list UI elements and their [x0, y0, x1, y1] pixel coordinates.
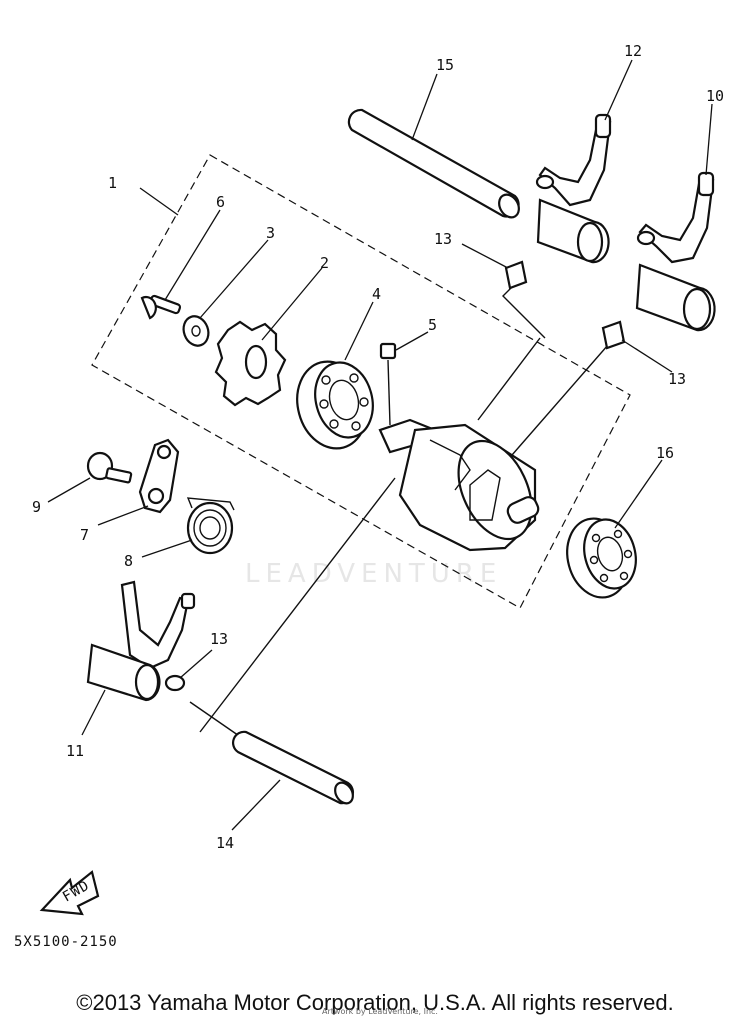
segment-2	[214, 320, 287, 407]
leader-4	[344, 301, 374, 361]
callout-13-upper: 13	[434, 230, 452, 248]
leader-7	[97, 505, 149, 526]
shift-drum	[378, 418, 540, 552]
leader-12	[604, 59, 633, 121]
callout-11: 11	[66, 742, 84, 760]
leader-drum-to-fork-12	[477, 337, 541, 421]
leader-9	[47, 477, 91, 503]
leader-11	[81, 689, 106, 736]
leader-13b	[621, 339, 673, 373]
leader-16	[614, 459, 663, 529]
artwork-credit: Artwork by LeadVenture, Inc.	[322, 1007, 438, 1016]
callout-15: 15	[436, 56, 454, 74]
leader-2	[261, 267, 323, 341]
leader-8	[141, 539, 193, 558]
guide-pin-13-upper	[504, 260, 528, 290]
leader-6	[164, 209, 221, 301]
callout-9: 9	[32, 498, 41, 516]
copyright-notice: ©2013 Yamaha Motor Corporation, U.S.A. A…	[76, 990, 674, 1015]
leader-14	[231, 779, 281, 831]
callout-2: 2	[320, 254, 329, 272]
leader-1	[139, 187, 179, 216]
callout-10: 10	[706, 87, 724, 105]
shift-fork-12	[535, 113, 612, 264]
callout-12: 12	[624, 42, 642, 60]
leader-drum-to-fork-10	[511, 344, 609, 456]
callout-4: 4	[372, 285, 381, 303]
spring-8	[186, 497, 235, 555]
callout-5: 5	[428, 316, 437, 334]
leader-15	[411, 73, 438, 141]
shift-fork-shaft-15	[347, 108, 520, 219]
stopper-lever-7	[138, 438, 180, 514]
leader-5	[395, 331, 429, 351]
leader-drum-to-fork-11	[199, 477, 396, 733]
shift-fork-11	[86, 580, 196, 702]
bearing-16	[566, 517, 637, 599]
screw-6	[140, 294, 182, 320]
bearing-4	[296, 360, 374, 450]
bolt-9	[86, 451, 133, 484]
watermark-text: LEADVENTURE	[245, 559, 502, 589]
callout-3: 3	[266, 224, 275, 242]
shift-fork-shaft-14	[231, 730, 355, 805]
shift-fork-10	[635, 171, 716, 332]
leader-13c	[179, 649, 213, 679]
leader-fork12-to-pin	[502, 283, 546, 339]
callout-13-right: 13	[668, 370, 686, 388]
leader-3	[199, 239, 269, 319]
leader-shaft14	[189, 701, 246, 741]
diagram-code: 5X5100-2150	[14, 934, 118, 950]
leader-13a	[461, 243, 509, 269]
washer-3	[182, 315, 210, 347]
callout-6: 6	[216, 193, 225, 211]
callout-7: 7	[80, 526, 89, 544]
dowel-pin-5	[379, 342, 397, 426]
guide-pin-13-lower	[164, 674, 186, 692]
guide-pin-13-right	[601, 320, 626, 350]
fwd-arrow-icon: FWD	[39, 870, 100, 916]
leader-10	[705, 103, 713, 176]
callout-1: 1	[108, 174, 117, 192]
callout-8: 8	[124, 552, 133, 570]
callout-14: 14	[216, 834, 234, 852]
callout-13-lower: 13	[210, 630, 228, 648]
callout-16: 16	[656, 444, 674, 462]
